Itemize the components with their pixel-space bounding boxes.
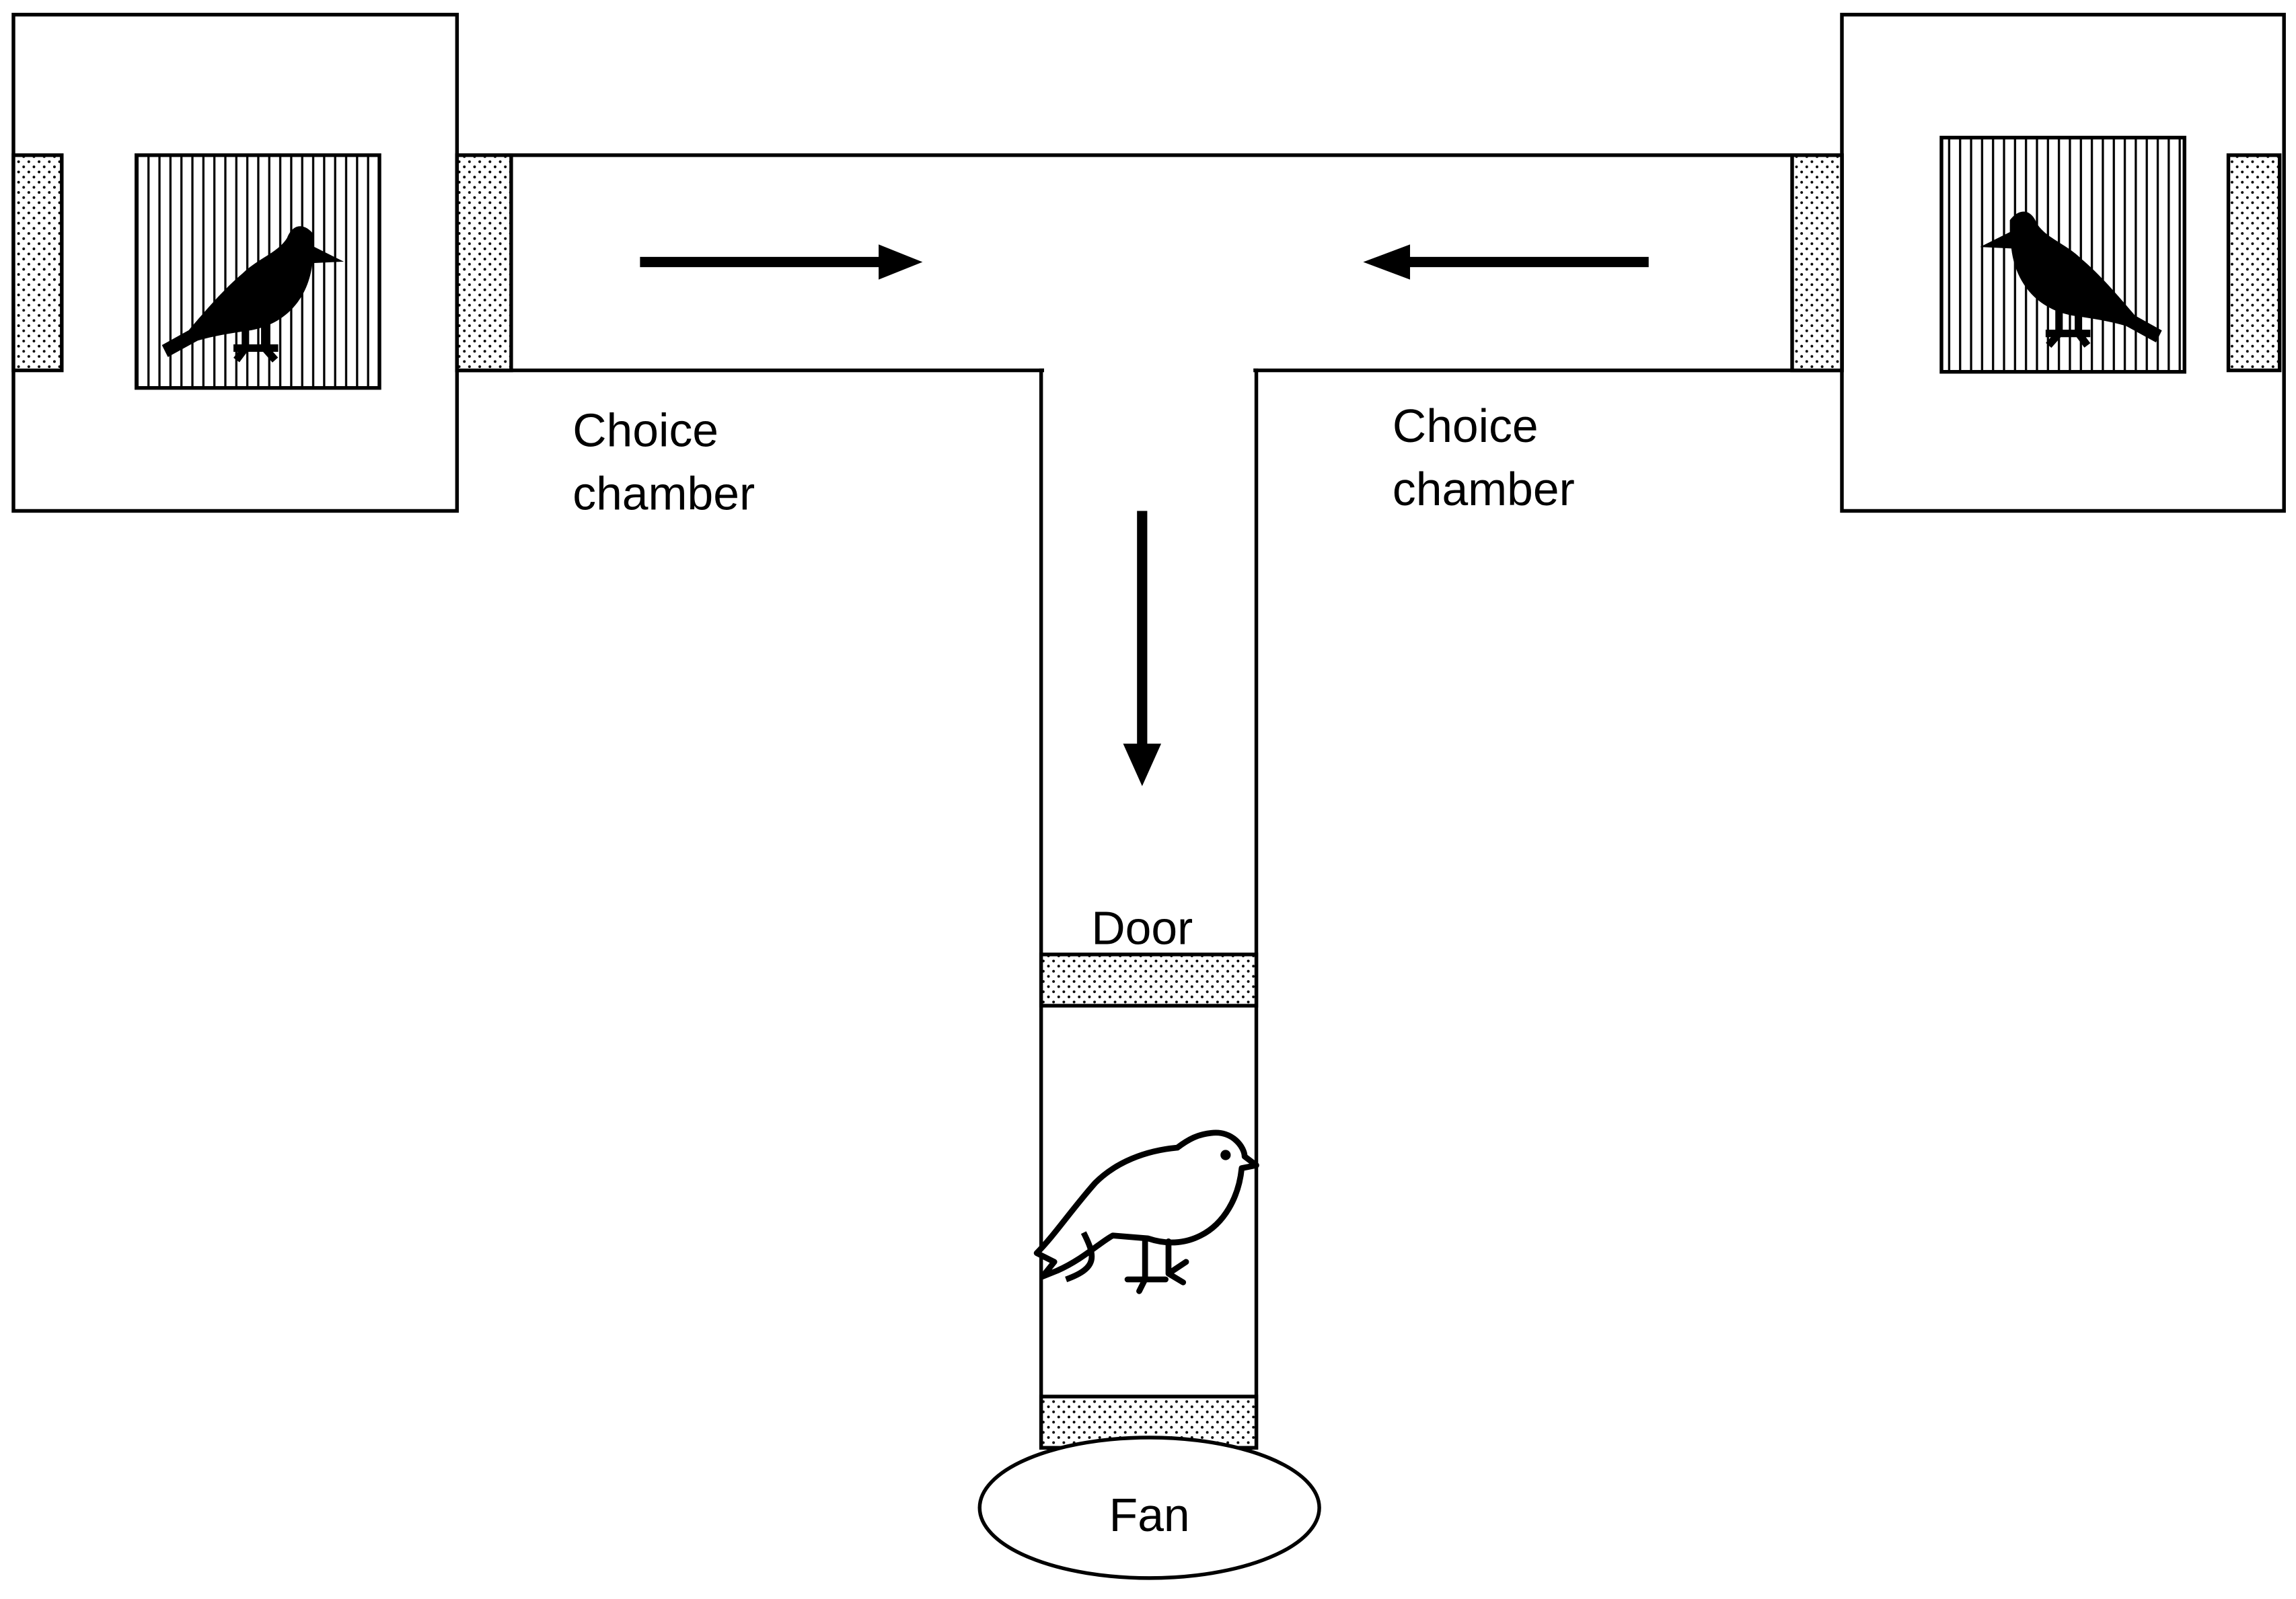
vertical-stem [1039, 368, 1259, 1450]
fan-ellipse [977, 1436, 1321, 1580]
choice-chamber-right-label-line2: chamber [1393, 463, 1575, 515]
fan-label: Fan [1109, 1489, 1190, 1541]
door-label: Door [1091, 902, 1193, 955]
left-corridor-screen [455, 153, 513, 373]
choice-chamber-left-label-line2: chamber [572, 467, 755, 519]
left-box-outer-screen [11, 153, 64, 373]
right-corridor-screen [1790, 153, 1844, 373]
arrow-left-icon [1363, 244, 1649, 280]
choice-chamber-right-label-line1: Choice [1393, 400, 1539, 452]
right-box-outer-screen [2226, 153, 2282, 373]
arrow-right-icon [640, 244, 923, 280]
door-screen [1039, 953, 1259, 1008]
choice-chamber-left-label-line1: Choice [572, 404, 718, 457]
arrow-down-icon [1123, 511, 1162, 786]
